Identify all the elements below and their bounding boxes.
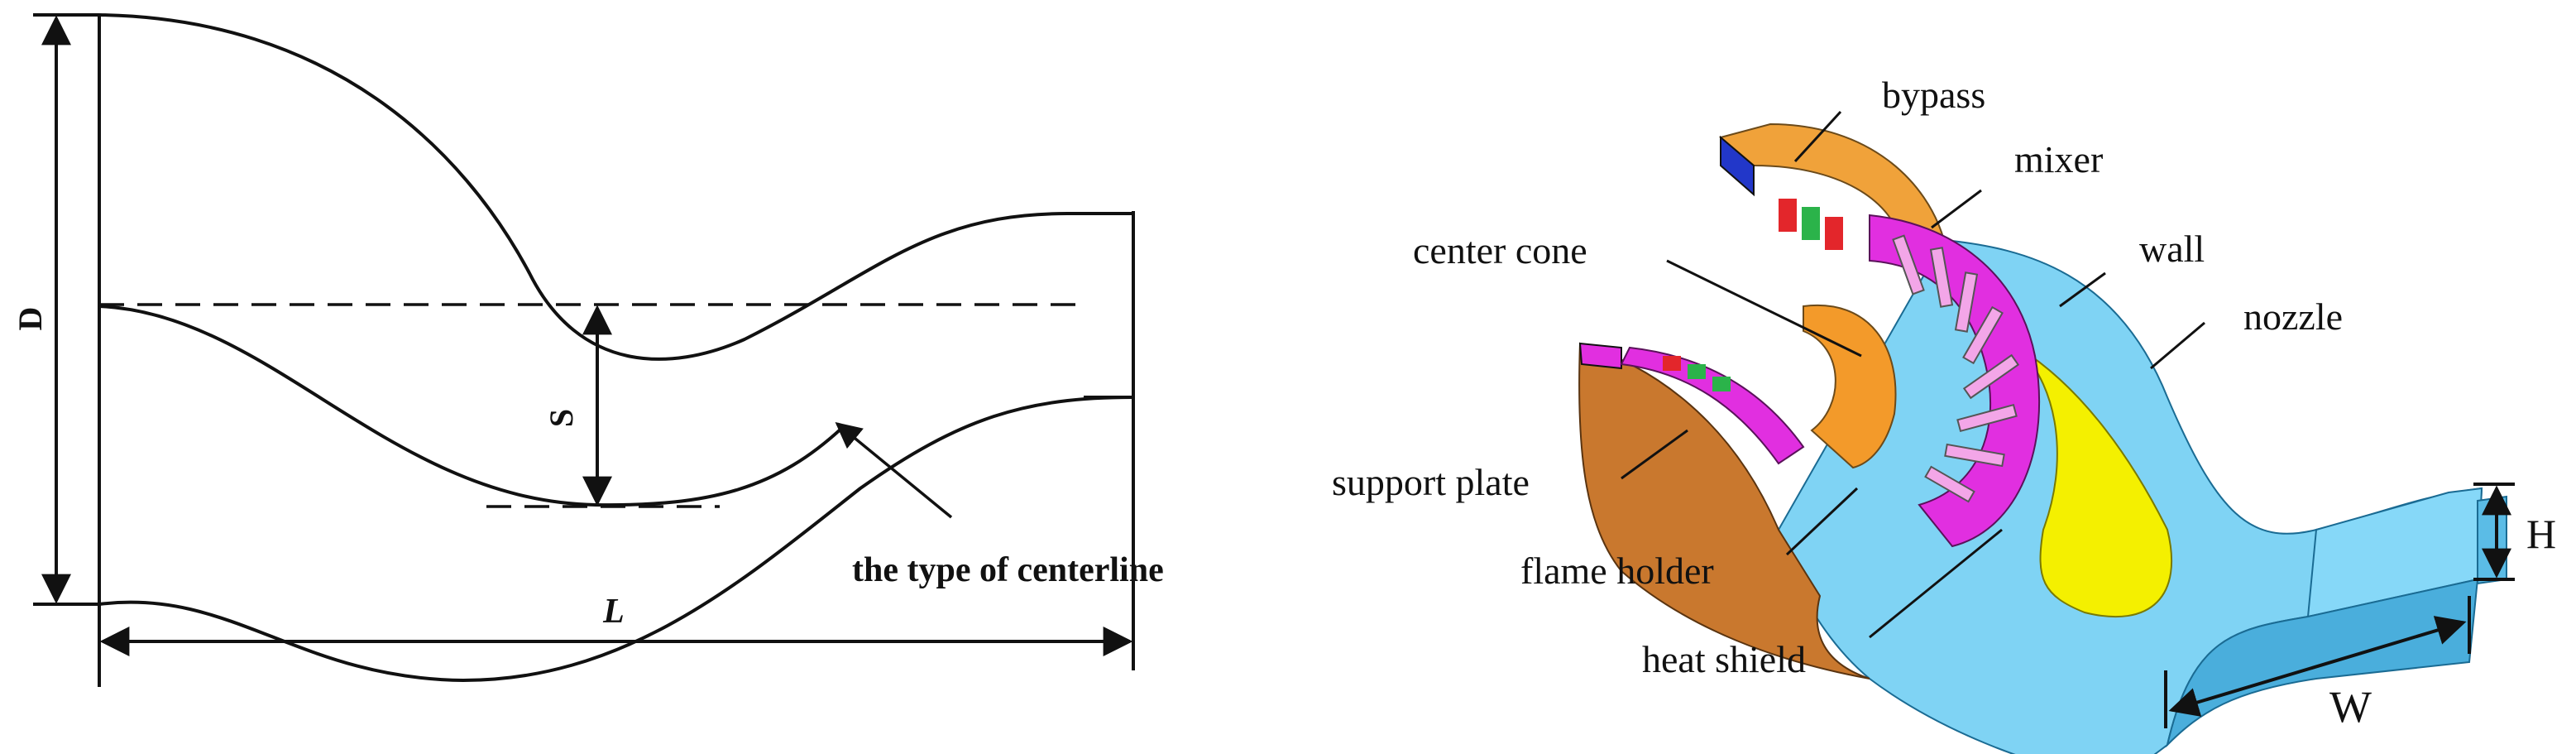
upper-wall-curve bbox=[98, 13, 1135, 361]
centerline-pointer-arrow bbox=[835, 422, 953, 519]
nozzle-label: nozzle bbox=[2243, 295, 2343, 338]
mixer-leader bbox=[1931, 189, 1982, 229]
wall-leader bbox=[2059, 271, 2106, 308]
bypass-leader bbox=[1793, 110, 1842, 163]
h-dimension-label: H bbox=[2526, 511, 2556, 557]
afterburner-3d-cutaway: H W bypass mixer wall nozzle center cone… bbox=[1332, 74, 2556, 754]
nozzle-leader bbox=[2150, 321, 2205, 370]
nozzle-exit-face bbox=[2477, 495, 2507, 585]
s-duct-geometry-diagram: D S L the type of centerline bbox=[12, 13, 1164, 687]
wall-label: wall bbox=[2139, 228, 2205, 270]
center-cone-label: center cone bbox=[1413, 229, 1587, 271]
d-dimension-label: D bbox=[12, 307, 49, 331]
l-dimension-label: L bbox=[602, 593, 625, 631]
s-dimension-label: S bbox=[543, 409, 580, 427]
centerline-curve bbox=[98, 305, 845, 507]
mixer-lobes bbox=[1892, 234, 2020, 503]
center-cone bbox=[1803, 304, 1897, 469]
flame-holder-leader bbox=[1785, 487, 1859, 556]
w-dimension-label: W bbox=[2329, 682, 2372, 732]
mixer-label: mixer bbox=[2014, 138, 2103, 180]
support-plate-leader bbox=[1621, 429, 1688, 480]
w-dimension-arrow bbox=[2168, 616, 2467, 717]
casing-inlet-face bbox=[1578, 342, 1622, 370]
support-plate-blocks bbox=[1663, 199, 1843, 391]
flame-holder-label: flame holder bbox=[1520, 550, 1714, 592]
bypass-label: bypass bbox=[1882, 74, 1985, 116]
support-plate-label: support plate bbox=[1332, 461, 1530, 503]
center-cone-leader bbox=[1666, 259, 1862, 358]
centerline-type-label: the type of centerline bbox=[852, 551, 1164, 589]
heat-shield bbox=[2018, 347, 2172, 617]
heat-shield-leader bbox=[1869, 528, 2003, 639]
outer-casing bbox=[1578, 342, 1870, 680]
support-plate bbox=[1620, 346, 1805, 465]
heat-shield-label: heat shield bbox=[1642, 638, 1806, 680]
bypass-inlet-face bbox=[1720, 135, 1755, 197]
